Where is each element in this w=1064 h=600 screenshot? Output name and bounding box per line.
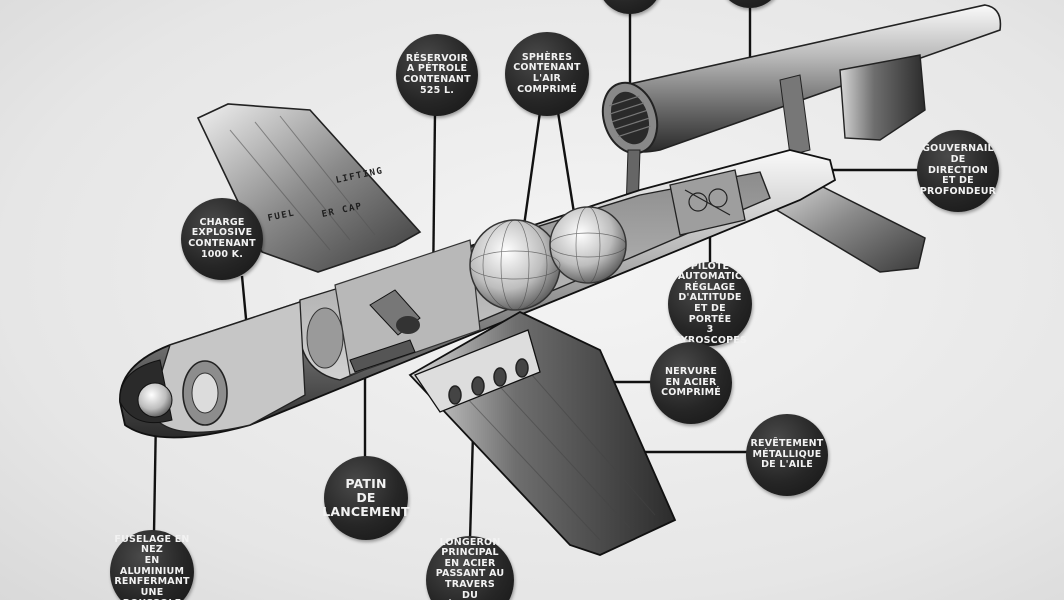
callout-patin: PATIN DE LANCEMENT [322,456,410,540]
callout-longeron: LONGERON PRINCIPAL EN ACIER PASSANT AU T… [426,536,514,600]
callout-charge-text: CHARGE EXPLOSIVE CONTENANT 1000 K. [188,216,256,260]
callout-longeron-text: LONGERON PRINCIPAL EN ACIER PASSANT AU T… [435,536,505,600]
air-sphere-2 [549,206,627,284]
callout-patin-text: PATIN DE LANCEMENT [322,476,410,519]
callout-gouvernail-text: GOUVERNAIL DE DIRECTION ET DE PROFONDEUR [919,143,997,197]
callout-fuselage-text: FUSELAGE EN NEZ EN ALUMINIUM RENFERMANT … [114,533,190,600]
callout-spheres: SPHÈRES CONTENANT L'AIR COMPRIMÉ [505,32,589,116]
nose-compass [137,382,173,418]
callout-partial-right [718,0,782,8]
callout-pilote: PILOTE AUTOMATIC RÉGLAGE D'ALTITUDE ET D… [668,260,752,346]
callout-gouvernail: GOUVERNAIL DE DIRECTION ET DE PROFONDEUR [917,130,999,212]
callout-nervure: NERVURE EN ACIER COMPRIMÉ [650,342,732,424]
callout-pilote-text: PILOTE AUTOMATIC RÉGLAGE D'ALTITUDE ET D… [672,260,748,346]
callout-nervure-text: NERVURE EN ACIER COMPRIMÉ [661,366,721,399]
callout-revetement: REVÊTEMENT MÉTALLIQUE DE L'AILE [746,414,828,496]
callout-revetement-text: REVÊTEMENT MÉTALLIQUE DE L'AILE [750,438,824,471]
callout-fuselage: FUSELAGE EN NEZ EN ALUMINIUM RENFERMANT … [110,530,194,600]
air-sphere-1 [469,219,561,311]
rudder [839,54,926,141]
callout-reservoir: RÉSERVOIR A PÉTROLE CONTENANT 525 L. [396,34,478,116]
callout-reservoir-text: RÉSERVOIR A PÉTROLE CONTENANT 525 L. [403,52,471,96]
callout-charge: CHARGE EXPLOSIVE CONTENANT 1000 K. [181,198,263,280]
callout-spheres-text: SPHÈRES CONTENANT L'AIR COMPRIMÉ [513,51,581,95]
